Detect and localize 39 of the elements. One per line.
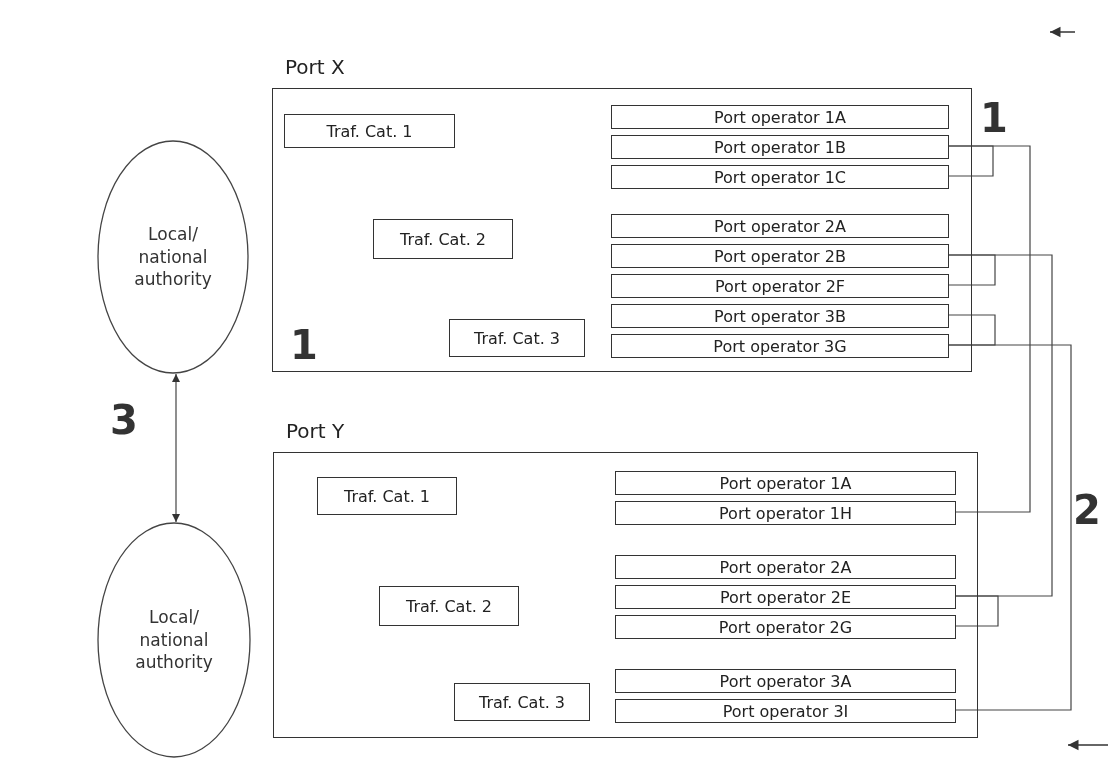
port-heading: Port X (285, 55, 345, 79)
port-heading: Port Y (286, 419, 345, 443)
label-box: Traf. Cat. 2 (379, 586, 519, 626)
label-box: Port operator 1A (611, 105, 949, 129)
connector-line (947, 254, 996, 286)
label-box: Port operator 2G (615, 615, 956, 639)
authority-ellipse (97, 140, 249, 374)
label-box: Port operator 2F (611, 274, 949, 298)
authority-ellipse (97, 522, 251, 758)
label-box: Port operator 1B (611, 135, 949, 159)
connector-line (947, 344, 1072, 711)
label-box: Port operator 1A (615, 471, 956, 495)
connector-line (947, 254, 1053, 597)
authority-label: Local/ national authority (133, 222, 213, 292)
callout-number: 1 (290, 325, 318, 365)
label-box: Traf. Cat. 3 (454, 683, 590, 721)
arrow (171, 373, 181, 523)
callout-number: 1 (980, 98, 1008, 138)
callout-number: 3 (110, 400, 138, 440)
label-box: Port operator 3B (611, 304, 949, 328)
label-box: Port operator 2E (615, 585, 956, 609)
label-box: Port operator 3I (615, 699, 956, 723)
label-box: Port operator 3A (615, 669, 956, 693)
authority-label: Local/ national authority (134, 605, 214, 675)
label-box: Port operator 2A (615, 555, 956, 579)
label-box: Traf. Cat. 1 (284, 114, 455, 148)
callout-number: 2 (1073, 490, 1101, 530)
label-box: Port operator 2A (611, 214, 949, 238)
connector-line (947, 145, 994, 177)
connector-line (947, 314, 996, 346)
label-box: Port operator 2B (611, 244, 949, 268)
connector-line (954, 595, 999, 627)
connector-line (947, 145, 1031, 513)
label-box: Traf. Cat. 1 (317, 477, 457, 515)
label-box: Port operator 1C (611, 165, 949, 189)
label-box: Port operator 1H (615, 501, 956, 525)
label-box: Port operator 3G (611, 334, 949, 358)
label-box: Traf. Cat. 3 (449, 319, 585, 357)
label-box: Traf. Cat. 2 (373, 219, 513, 259)
